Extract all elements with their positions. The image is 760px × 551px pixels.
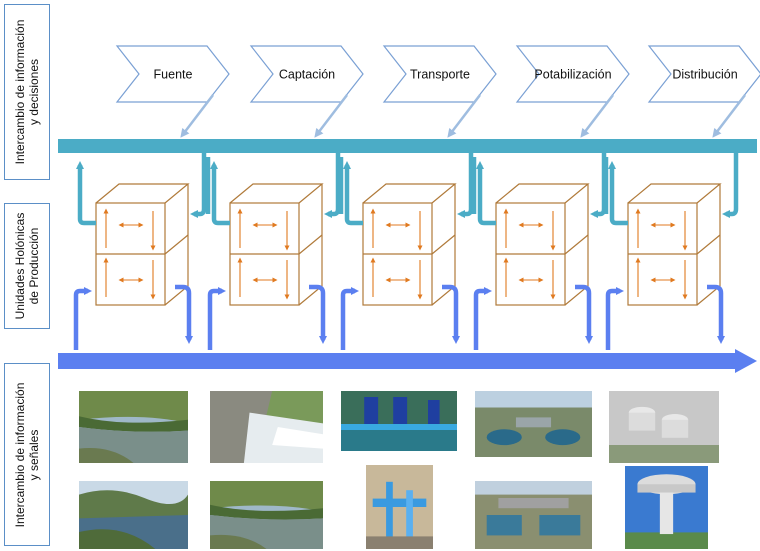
cube-to-decision-arrow	[76, 161, 96, 226]
stage-2: Captación	[205, 45, 364, 350]
signal-bus	[58, 353, 738, 369]
stage-to-bus-arrow	[447, 94, 481, 138]
signal-to-cube-arrow	[73, 287, 92, 350]
cube-to-decision-arrow	[343, 161, 363, 226]
stage-label: Potabilización	[534, 68, 611, 82]
holonic-unit-cube	[229, 183, 324, 306]
stage-to-bus-arrow	[712, 94, 746, 138]
stage-photo-pipes	[366, 465, 433, 549]
decision-to-cube-arrow	[722, 153, 739, 218]
stage-5: Distribución	[603, 45, 760, 350]
holonic-unit-cube	[362, 183, 457, 306]
signal-to-cube-arrow	[207, 287, 226, 350]
stage-label: Captación	[279, 68, 335, 82]
holonic-unit-cube	[495, 183, 590, 306]
cube-to-decision-arrow	[608, 161, 628, 226]
stage-4: Potabilización	[471, 45, 630, 350]
cube-to-decision-arrow	[210, 161, 230, 226]
stage-3: Transporte	[338, 45, 497, 350]
stage-label: Fuente	[154, 68, 193, 82]
holonic-unit-cube	[95, 183, 190, 306]
stage-photo-tower	[625, 466, 708, 549]
holonic-unit-cube	[627, 183, 722, 306]
stage-1: Fuente	[73, 45, 230, 350]
label-signals: Intercambio de información y señales	[4, 363, 50, 546]
decision-to-cube-arrow	[324, 153, 341, 218]
cube-to-signal-arrow	[175, 284, 193, 344]
decision-to-cube-arrow	[190, 153, 207, 218]
signal-to-cube-arrow	[340, 287, 359, 350]
stage-photo-tanks	[609, 391, 719, 463]
stage-photo-weir	[210, 391, 323, 463]
stage-photo-plant2	[475, 481, 592, 549]
cube-to-signal-arrow	[442, 284, 460, 344]
label-decisions: Intercambio de información y decisiones	[4, 4, 50, 180]
signal-to-cube-arrow	[605, 287, 624, 350]
stage-photo-lake	[79, 481, 188, 549]
cube-to-signal-arrow	[707, 284, 725, 344]
stage-to-bus-arrow	[180, 94, 214, 138]
decision-bus	[58, 139, 757, 153]
stage-to-bus-arrow	[314, 94, 348, 138]
stage-photo-pumps	[341, 391, 457, 451]
decision-to-cube-arrow	[590, 153, 607, 218]
cube-to-signal-arrow	[309, 284, 327, 344]
stage-photo-river	[79, 391, 188, 463]
stage-photo-plant	[475, 391, 592, 457]
cube-to-signal-arrow	[575, 284, 593, 344]
label-holonic-units: Unidades Holónicas de Producción	[4, 203, 50, 329]
stage-to-bus-arrow	[580, 94, 614, 138]
decision-to-cube-arrow	[457, 153, 474, 218]
cube-to-decision-arrow	[476, 161, 496, 226]
stage-label: Transporte	[410, 68, 470, 82]
signal-bus-arrowhead	[735, 349, 757, 373]
stage-photo-river	[210, 481, 323, 549]
signal-to-cube-arrow	[473, 287, 492, 350]
stage-label: Distribución	[672, 68, 737, 82]
